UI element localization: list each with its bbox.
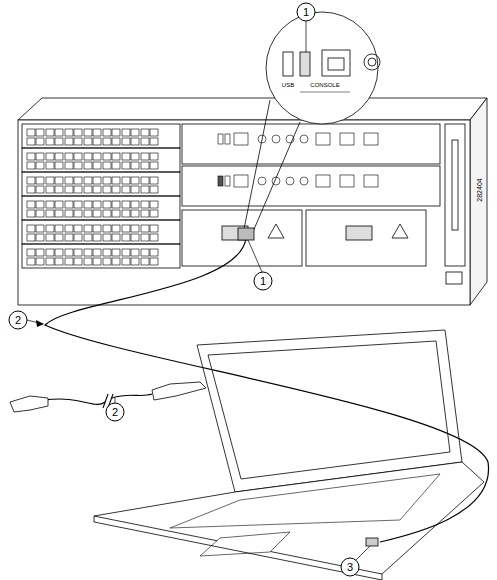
callout-number: 1 bbox=[303, 7, 309, 18]
figure-id: 282404 bbox=[476, 178, 483, 201]
power-supply bbox=[182, 210, 302, 266]
laptop bbox=[94, 330, 484, 580]
supervisor-card bbox=[182, 166, 440, 206]
port-label: CONSOLE bbox=[310, 82, 339, 88]
magnified-port-view bbox=[243, 12, 380, 234]
usb-console-cable bbox=[45, 228, 489, 542]
supervisor-card bbox=[182, 124, 440, 164]
line-card-rows bbox=[22, 124, 180, 268]
callout-number: 1 bbox=[260, 276, 266, 287]
router-chassis bbox=[18, 98, 487, 305]
callout-number: 2 bbox=[15, 315, 21, 326]
power-supply bbox=[306, 210, 426, 266]
port-label: USB bbox=[282, 82, 294, 88]
callout-number: 2 bbox=[112, 407, 118, 418]
callout-circles bbox=[9, 3, 370, 576]
callout-number: 3 bbox=[347, 562, 353, 573]
